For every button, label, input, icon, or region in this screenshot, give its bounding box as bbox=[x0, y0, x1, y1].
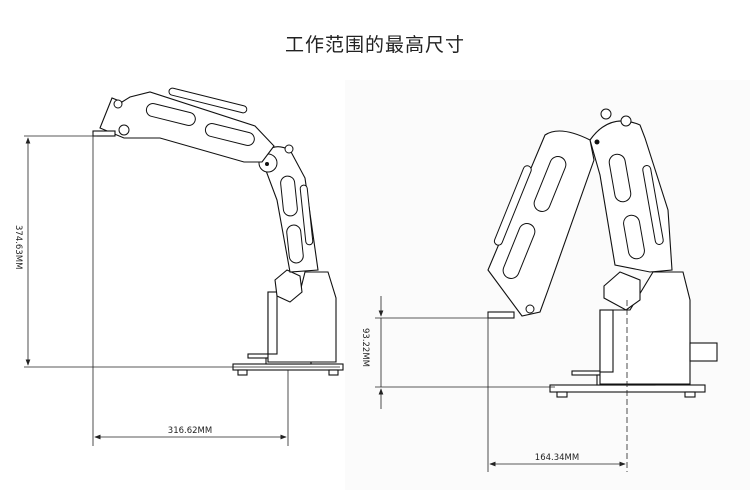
right-robot-arm bbox=[487, 108, 718, 398]
right-dimensions bbox=[375, 296, 628, 472]
right-height-label: 93.22MM bbox=[360, 328, 370, 367]
left-reach-label: 316.62MM bbox=[168, 426, 212, 436]
left-robot-arm bbox=[92, 87, 344, 376]
right-reach-label: 164.34MM bbox=[535, 453, 579, 463]
left-dimensions bbox=[24, 133, 340, 446]
page-title: 工作范围的最高尺寸 bbox=[284, 34, 465, 56]
left-height-label: 374.63MM bbox=[13, 225, 23, 269]
